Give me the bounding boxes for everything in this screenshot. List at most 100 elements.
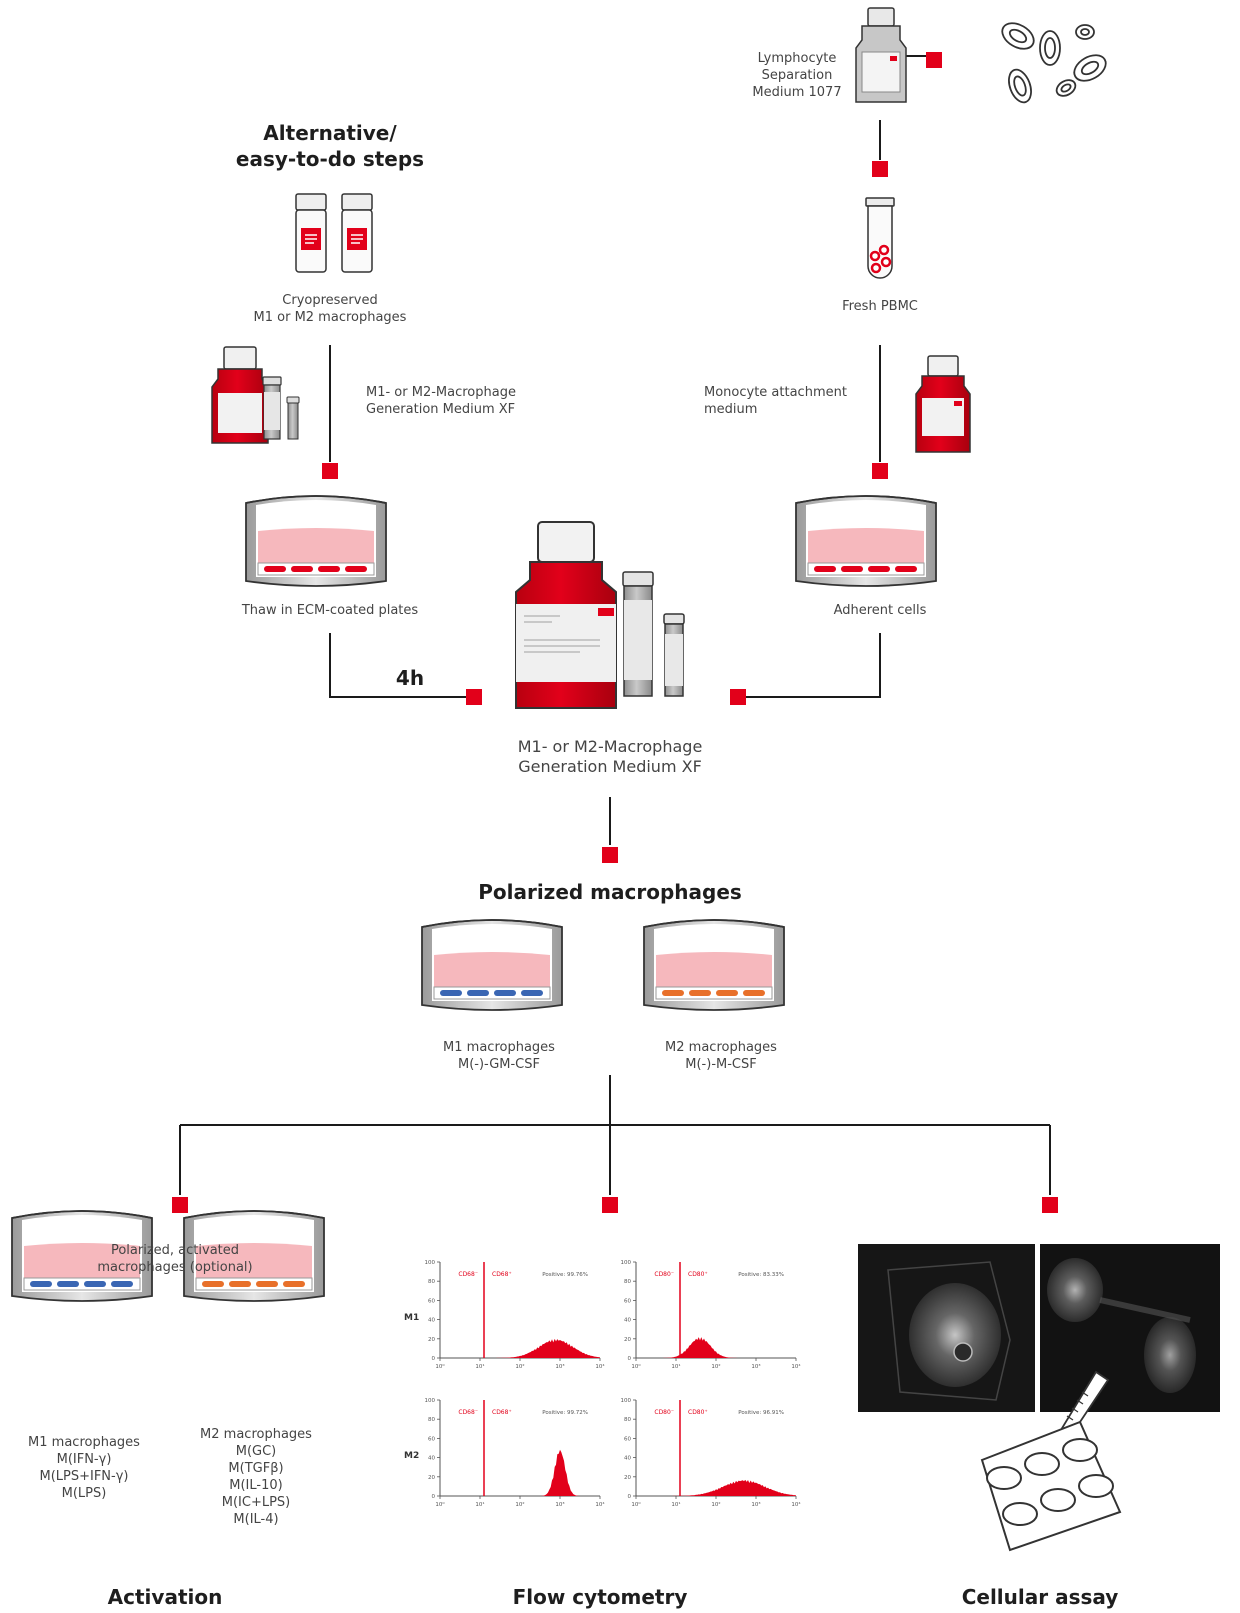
y-tick-label: 100	[425, 1398, 436, 1404]
cell-mark	[440, 990, 462, 996]
cell-mark	[57, 1281, 79, 1287]
x-tick-label: 10⁴	[595, 1501, 605, 1508]
separation-medium-label: Lymphocyte Separation Medium 1077	[752, 51, 842, 100]
activated-m2-label: M2 macrophages M(GC) M(TGFβ) M(IL-10) M(…	[200, 1427, 312, 1527]
y-tick-label: 20	[624, 1475, 631, 1481]
dish-rim	[11, 1210, 153, 1219]
m2-macrophages-label: M2 macrophages M(-)-M-CSF	[665, 1040, 777, 1072]
dish-floor	[807, 562, 925, 576]
x-tick-label: 10¹	[671, 1363, 680, 1370]
positive-percent-label: Positive: 96.91%	[738, 1410, 784, 1416]
y-tick-label: 80	[624, 1417, 631, 1423]
y-tick-label: 80	[428, 1279, 435, 1285]
dish-rim	[183, 1210, 325, 1219]
cell-mark	[202, 1281, 224, 1287]
line-adherent-to-medium	[738, 633, 881, 698]
cell-mark	[689, 990, 711, 996]
activated-m2-dish-icon	[183, 1210, 325, 1302]
negative-gate-label: CD68⁻	[458, 1271, 478, 1278]
node-marker	[602, 1197, 618, 1213]
y-tick-label: 20	[428, 1337, 435, 1343]
separation-medium-bottle-icon	[855, 7, 907, 103]
histogram-curve	[440, 1338, 600, 1358]
x-tick-label: 10¹	[475, 1363, 484, 1370]
x-tick-label: 10⁰	[435, 1501, 445, 1508]
m2-dish-icon	[643, 919, 785, 1011]
step-markers	[172, 52, 1058, 1213]
activation-subtitle: Polarized, activated macrophages (option…	[97, 1243, 253, 1275]
dish-floor	[195, 1277, 313, 1291]
thaw-label: Thaw in ECM-coated plates	[241, 603, 419, 618]
thaw-dish-icon	[245, 495, 387, 587]
cell-mark	[291, 566, 313, 572]
x-tick-label: 10¹	[671, 1501, 680, 1508]
cryovial-icon	[341, 193, 373, 273]
histogram-curve	[636, 1479, 796, 1496]
y-tick-label: 100	[621, 1398, 632, 1404]
node-marker	[322, 463, 338, 479]
y-tick-label: 60	[428, 1436, 435, 1442]
x-tick-label: 10²	[515, 1363, 524, 1370]
generation-medium-left-label: M1- or M2-Macrophage Generation Medium X…	[366, 385, 516, 417]
node-marker	[172, 1197, 188, 1213]
y-tick-label: 80	[624, 1279, 631, 1285]
activation-title: Activation	[107, 1585, 223, 1609]
cell-mark	[264, 566, 286, 572]
histogram-curve	[636, 1337, 796, 1358]
blood-cells-icon	[1001, 22, 1107, 104]
positive-percent-label: Positive: 83.33%	[738, 1272, 784, 1278]
node-marker	[926, 52, 942, 68]
cell-mark	[895, 566, 917, 572]
pbmc-tube-icon	[865, 197, 895, 279]
micrograph-right	[1040, 1244, 1220, 1412]
flow-row-label: M2	[404, 1451, 419, 1461]
fresh-pbmc-label: Fresh PBMC	[842, 299, 918, 314]
cell-mark	[494, 990, 516, 996]
y-tick-label: 100	[425, 1260, 436, 1266]
node-marker	[730, 689, 746, 705]
y-tick-label: 40	[428, 1456, 435, 1462]
positive-gate-label: CD80⁺	[688, 1409, 708, 1416]
cell-mark	[716, 990, 738, 996]
x-tick-label: 10²	[711, 1501, 720, 1508]
center-medium-kit-icon	[515, 521, 685, 709]
cryopreserved-label: Cryopreserved M1 or M2 macrophages	[253, 293, 407, 325]
y-tick-label: 20	[428, 1475, 435, 1481]
m1-macrophages-label: M1 macrophages M(-)-GM-CSF	[443, 1040, 555, 1072]
well-plate-icon	[980, 1420, 1122, 1552]
node-marker	[466, 689, 482, 705]
y-tick-label: 0	[432, 1494, 436, 1500]
node-marker	[602, 847, 618, 863]
cell-mark	[814, 566, 836, 572]
x-tick-label: 10⁴	[791, 1363, 801, 1370]
alternative-steps-title: Alternative/ easy-to-do steps	[235, 121, 425, 171]
generation-medium-kit-icon	[211, 346, 300, 444]
y-tick-label: 100	[621, 1260, 632, 1266]
attachment-medium-bottle-icon	[915, 355, 971, 453]
m1-dish-icon	[421, 919, 563, 1011]
x-tick-label: 10³	[555, 1363, 564, 1370]
dish-floor	[257, 562, 375, 576]
positive-gate-label: CD80⁺	[688, 1271, 708, 1278]
x-tick-label: 10⁰	[631, 1501, 641, 1508]
y-tick-label: 80	[428, 1417, 435, 1423]
y-tick-label: 60	[624, 1436, 631, 1442]
cell-mark	[111, 1281, 133, 1287]
x-tick-label: 10²	[515, 1501, 524, 1508]
cell-mark	[30, 1281, 52, 1287]
cell-mark	[283, 1281, 305, 1287]
positive-gate-label: CD68⁺	[492, 1271, 512, 1278]
cell-mark	[84, 1281, 106, 1287]
cell-mark	[868, 566, 890, 572]
cellular-assay-title: Cellular assay	[961, 1585, 1119, 1609]
monocyte-attachment-label: Monocyte attachment medium	[704, 385, 847, 417]
dish-floor	[433, 986, 551, 1000]
cryovial-icon	[295, 193, 327, 273]
x-tick-label: 10³	[751, 1363, 760, 1370]
